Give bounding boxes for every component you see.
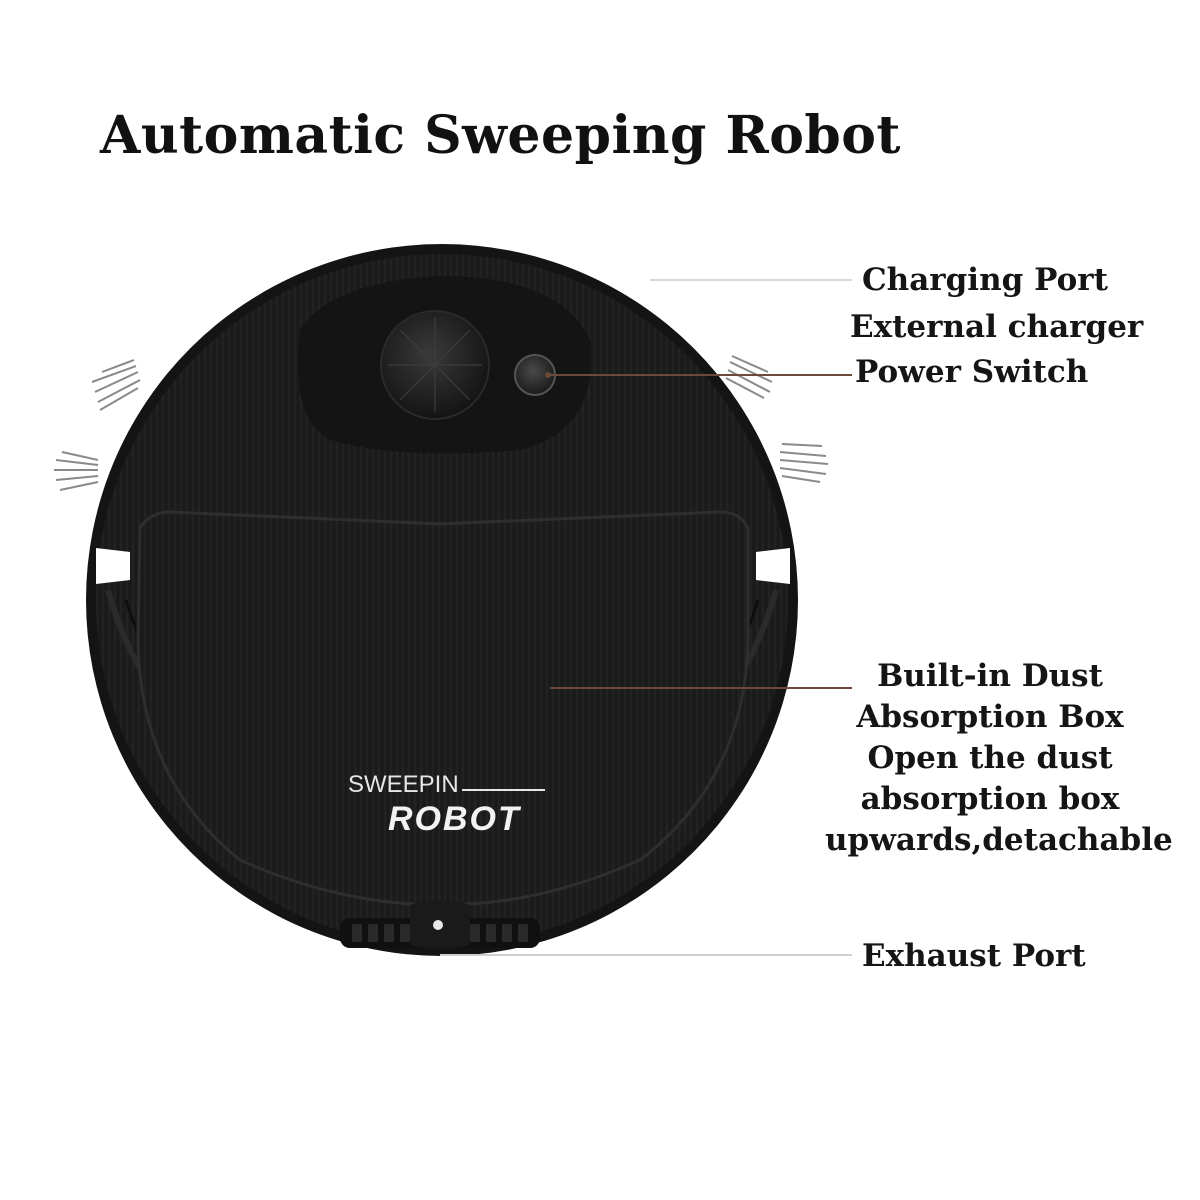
dust-box-lid [136,510,750,907]
leader-lines [440,279,852,956]
side-brush-right-top [725,355,773,399]
label-external-charger: External charger [850,309,1144,345]
page-title: Automatic Sweeping Robot [100,105,901,166]
front-sensor-light [433,920,443,930]
side-brush-left-top [91,359,141,411]
brand-line1: SWEEPIN [348,771,459,798]
label-power-switch: Power Switch [855,354,1089,390]
exhaust-vents [340,900,540,949]
label-charging-port: Charging Port [862,262,1108,298]
side-brush-left-bottom [54,451,99,491]
label-exhaust-port: Exhaust Port [862,938,1086,974]
brand-line2: ROBOT [388,800,522,838]
control-panel [298,276,592,454]
label-dust-box: Built-in Dust Absorption Box Open the du… [825,658,1173,858]
side-brush-right-bottom [779,443,829,483]
